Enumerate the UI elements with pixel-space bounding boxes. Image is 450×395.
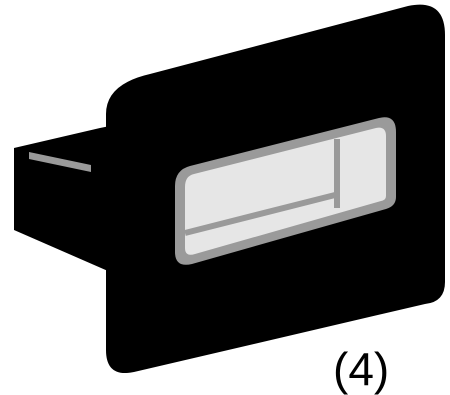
window-opening	[175, 117, 396, 265]
figure-label: (4)	[333, 343, 390, 395]
rear-stem-highlight	[29, 152, 91, 172]
component-drawing	[14, 4, 445, 374]
window-depth-horizontal	[184, 191, 340, 236]
